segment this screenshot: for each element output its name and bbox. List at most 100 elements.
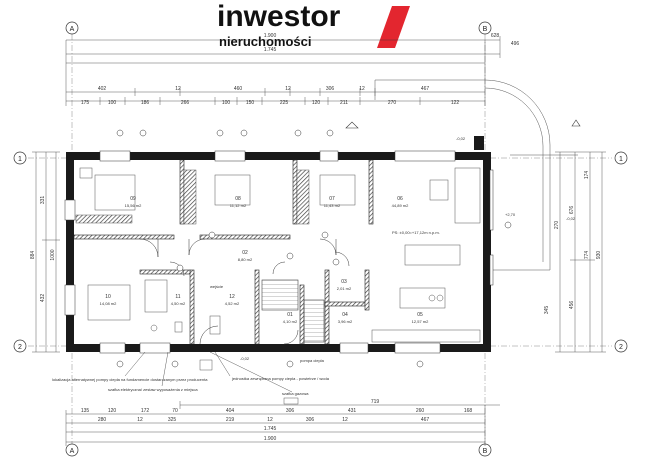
room-05-number: 05 [417, 312, 423, 318]
elevation-note-3: +2,70 [505, 212, 516, 217]
room-06-number: 06 [397, 196, 403, 202]
room-03-label: 03 2,01 m2 [337, 279, 352, 291]
shower-room-12 [209, 315, 221, 335]
dim-top-seg2-3: 186 [141, 100, 150, 106]
room-10-number: 10 [105, 294, 111, 300]
dim-628: 628 [491, 33, 500, 39]
dim-bottom-seg2-5: 12 [267, 417, 273, 423]
dim-top-seg2-4: 266 [181, 100, 190, 106]
label-pompa: pompa ciepła [300, 358, 325, 363]
kitchen-counter [371, 329, 481, 343]
leader-note-4: szafka gazowa [282, 391, 309, 396]
dim-bottom-seg-9: 168 [464, 408, 473, 414]
room-06-label: 06 44,89 m2 [392, 196, 409, 208]
section-markers [116, 129, 512, 368]
dim-bottom-seg2-1: 280 [98, 417, 107, 423]
room-12-area: 4,52 m2 [225, 301, 240, 306]
dim-bottom-seg-6: 306 [286, 408, 295, 414]
room-04-label: 04 3,96 m2 [338, 312, 353, 324]
dim-top-seg2-11: 122 [451, 100, 460, 106]
dimension-texts-bottom: 719 135 120 172 70 404 306 431 260 168 2… [81, 399, 473, 442]
dimension-texts-right: 930 774 676 456 270 345 174 [544, 171, 602, 315]
dim-total-1900-top: 1.900 [264, 33, 277, 39]
axis-label-a-bottom: A [70, 448, 75, 455]
axis-bubble-b-top [478, 21, 492, 35]
room-03-number: 03 [341, 279, 347, 285]
axis-label-b-bottom: B [483, 448, 488, 455]
room-12-label: 12 4,52 m2 [225, 294, 240, 306]
dim-top-seg2-8: 120 [312, 100, 321, 106]
dim-top-seg2-1: 175 [81, 100, 90, 106]
leader-note-2: szafka elektryczna/ zestaw wyposażenia z… [108, 387, 198, 392]
dim-bottom-seg2-6: 306 [306, 417, 315, 423]
dim-bottom-seg-2: 120 [108, 408, 117, 414]
room-02-label: 02 8,80 m2 [238, 250, 253, 262]
dim-top-seg2-7: 225 [280, 100, 289, 106]
dim-top-seg-7: 467 [421, 86, 430, 92]
axis-label-a-top: A [70, 26, 75, 33]
dim-left-1000: 1000 [50, 249, 56, 260]
dim-bottom-seg2-3: 325 [168, 417, 177, 423]
dimension-lines-right [555, 151, 606, 353]
dim-bottom-seg-3: 172 [141, 408, 150, 414]
room-01-area: 4,10 m2 [283, 319, 298, 324]
room-06-area: 44,89 m2 [392, 203, 409, 208]
room-05-area: 12,57 m2 [412, 319, 429, 324]
room-02-area: 8,80 m2 [238, 257, 253, 262]
room-08-area: 11,12 m2 [230, 203, 247, 208]
door-swings [139, 238, 350, 345]
bed-room-10 [87, 284, 131, 321]
dim-bottom-seg2-7: 12 [342, 417, 348, 423]
axis-bubble-2-right [614, 339, 628, 353]
dim-bottom-seg2-4: 219 [226, 417, 235, 423]
dim-total-1745-top: 1.745 [264, 47, 277, 53]
dim-top-seg-1: 402 [98, 86, 107, 92]
dim-bottom-seg2-8: 467 [421, 417, 430, 423]
brand-logo: inwestor nieruchomości [217, 0, 410, 49]
dim-top-seg-3: 460 [234, 86, 243, 92]
sofa [454, 167, 481, 224]
room-11-number: 11 [175, 294, 180, 300]
dim-bottom-seg-7: 431 [348, 408, 357, 414]
axis-bubble-1-left [13, 151, 27, 165]
room-01-label: 01 4,10 m2 [283, 312, 298, 324]
room-07-area: 11,43 m2 [324, 203, 341, 208]
dim-left-432: 432 [40, 294, 46, 303]
elevation-note-1: -0,02 [456, 136, 466, 141]
axis-label-2-left: 2 [18, 344, 22, 351]
sink-room-11 [150, 324, 158, 332]
axis-bubble-a-top [65, 21, 79, 35]
label-wejscie: wejście [210, 284, 224, 289]
dim-bottom-seg-8: 260 [416, 408, 425, 414]
bathtub-room-11 [144, 279, 168, 313]
room-09-number: 09 [130, 196, 136, 202]
axis-label-1-right: 1 [619, 156, 623, 163]
building-walls [64, 150, 494, 354]
room-12-number: 12 [229, 294, 235, 300]
leader-note-1: lokalizacja alternatywnej pompy ciepła n… [52, 377, 208, 382]
room-11-area: 4,50 m2 [171, 301, 186, 306]
dim-top-seg-5: 306 [326, 86, 335, 92]
dim-bottom-seg2-2: 12 [137, 417, 143, 423]
brand-slash-mark [377, 6, 410, 48]
dim-top-seg-6: 12 [359, 86, 365, 92]
axis-label-b-top: B [483, 26, 488, 33]
elevation-note-2: -0,02 [240, 356, 250, 361]
hob-ring-1 [428, 294, 436, 302]
dim-right-676: 676 [569, 206, 575, 215]
room-02-number: 02 [242, 250, 248, 256]
chimney [474, 136, 484, 150]
dimension-lines-bottom [65, 401, 500, 446]
dim-right-930: 930 [596, 251, 602, 260]
axis-label-1-left: 1 [18, 156, 22, 163]
axis-bubble-a-bottom [65, 443, 79, 457]
desk-room-09 [79, 167, 93, 179]
staircase [261, 279, 325, 343]
dim-bottom-719: 719 [371, 399, 380, 405]
dim-bottom-seg-4: 70 [172, 408, 178, 414]
room-10-area: 14,08 m2 [100, 301, 117, 306]
dim-496: 496 [511, 41, 520, 47]
room-03-area: 2,01 m2 [337, 286, 352, 291]
dim-right-270: 270 [554, 221, 560, 230]
dim-top-seg2-5: 100 [222, 100, 231, 106]
